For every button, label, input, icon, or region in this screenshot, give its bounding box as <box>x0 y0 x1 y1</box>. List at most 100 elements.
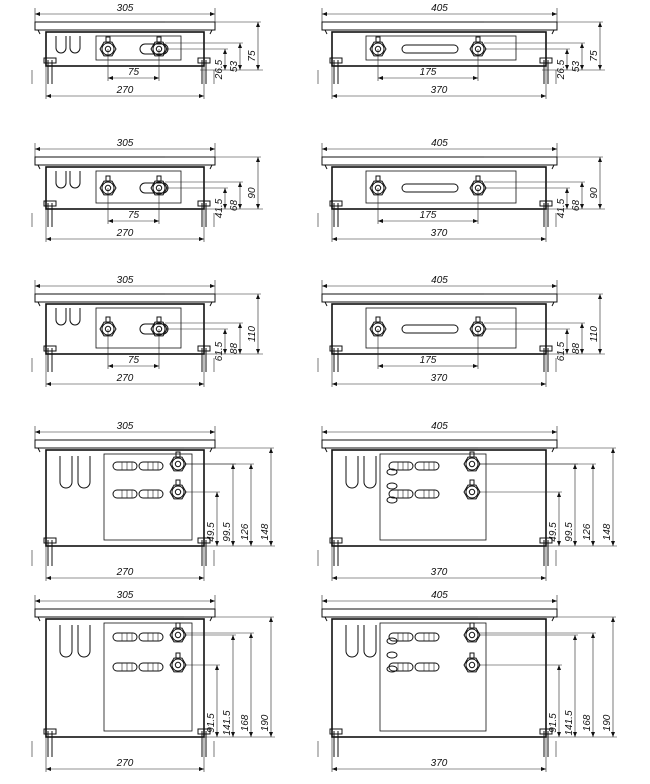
pipe-slot <box>139 182 169 194</box>
heat-exchanger <box>345 456 359 489</box>
arrowhead <box>223 188 227 193</box>
valve-core <box>468 631 476 639</box>
arrowhead <box>223 49 227 54</box>
mounting-plate <box>365 307 517 349</box>
heat-exchanger <box>55 308 67 326</box>
valve-nut <box>369 321 387 337</box>
arrowhead <box>565 349 569 354</box>
mounting-plate <box>365 35 517 61</box>
arrowhead <box>238 349 242 354</box>
arrowhead <box>591 633 595 638</box>
grate-lip <box>324 164 328 170</box>
arrowhead <box>580 43 584 48</box>
arrowhead <box>223 329 227 334</box>
valve-nut <box>150 321 168 337</box>
pipe-spacing-label: 175 <box>420 355 437 366</box>
grate-lip <box>324 29 328 35</box>
valve-stem <box>105 175 111 182</box>
arrowhead <box>238 65 242 70</box>
arrowhead <box>256 349 260 354</box>
foot-bracket <box>329 57 343 64</box>
collector-cap <box>386 482 398 490</box>
height-label: 75 <box>589 50 600 62</box>
convector-body <box>45 618 205 738</box>
arrowhead <box>557 492 561 497</box>
height-label: 168 <box>582 714 593 731</box>
arrowhead <box>322 12 327 16</box>
height-label: 41.5 <box>214 198 225 218</box>
arrowhead <box>154 219 159 223</box>
foot-bracket <box>43 728 57 735</box>
arrowhead <box>46 237 51 241</box>
valve-stem <box>175 479 181 486</box>
foot-bracket <box>539 537 553 544</box>
arrowhead <box>611 617 615 622</box>
heat-loop <box>388 489 414 499</box>
heat-exchanger <box>59 625 73 658</box>
foot-bracket <box>197 537 211 544</box>
height-label: 99.5 <box>222 522 233 542</box>
foot-bracket <box>539 57 553 64</box>
heat-loop <box>414 489 440 499</box>
arrowhead <box>580 65 584 70</box>
convector-body <box>331 618 547 738</box>
arrowhead <box>215 732 219 737</box>
arrowhead <box>210 599 215 603</box>
grate <box>34 156 216 166</box>
arrowhead <box>322 430 327 434</box>
arrowhead <box>223 349 227 354</box>
foot-bracket <box>329 345 343 352</box>
arrowhead <box>231 635 235 640</box>
pipe-slot <box>401 44 459 54</box>
valve-nut <box>169 627 187 643</box>
valve-nut <box>469 41 487 57</box>
arrowhead <box>108 219 113 223</box>
inner-width-label: 270 <box>116 567 134 578</box>
heat-loop <box>414 461 440 471</box>
arrowhead <box>256 22 260 27</box>
valve-nut <box>469 321 487 337</box>
height-label: 110 <box>589 326 600 342</box>
valve-stem <box>375 36 381 43</box>
inner-width-label: 370 <box>431 85 448 96</box>
valve-core <box>174 631 182 639</box>
height-label: 126 <box>582 523 593 540</box>
arrowhead <box>154 76 159 80</box>
arrowhead <box>473 364 478 368</box>
arrowhead <box>541 382 546 386</box>
arrowhead <box>552 12 557 16</box>
foot-bracket <box>539 200 553 207</box>
total-width-label: 405 <box>431 590 448 601</box>
mounting-plate <box>379 453 487 541</box>
heat-loop <box>138 489 164 499</box>
arrowhead <box>231 464 235 469</box>
heat-exchanger <box>59 456 73 489</box>
height-label: 61.5 <box>556 341 567 361</box>
grate-lip <box>209 29 213 35</box>
arrowhead <box>378 364 383 368</box>
heat-exchanger <box>77 625 91 658</box>
inner-width-label: 370 <box>431 567 448 578</box>
valve-nut <box>463 484 481 500</box>
arrowhead <box>591 732 595 737</box>
height-label: 49.5 <box>548 522 559 542</box>
valve-stem <box>175 622 181 629</box>
valve-nut <box>463 627 481 643</box>
pipe-slot <box>139 43 169 55</box>
arrowhead <box>210 12 215 16</box>
arrowhead <box>598 157 602 162</box>
heat-exchanger <box>55 171 67 189</box>
inner-width-label: 370 <box>431 228 448 239</box>
arrowhead <box>249 732 253 737</box>
grate-lip <box>37 616 41 622</box>
pipe-slot <box>401 324 459 334</box>
grate-lip <box>551 301 555 307</box>
arrowhead <box>256 294 260 299</box>
grate <box>34 439 216 449</box>
arrowhead <box>541 237 546 241</box>
foot-bracket <box>197 57 211 64</box>
